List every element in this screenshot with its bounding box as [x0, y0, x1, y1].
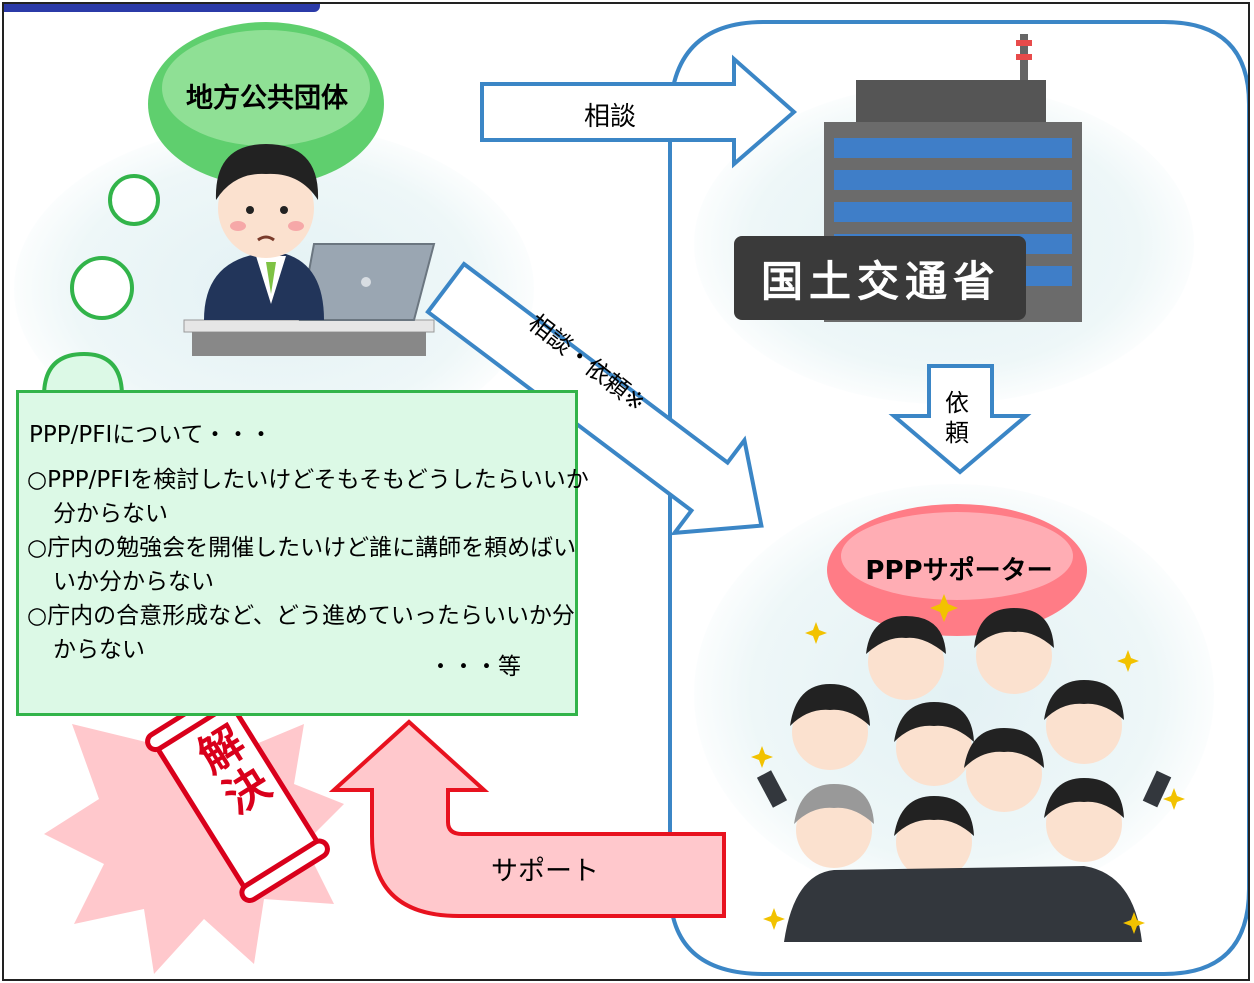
concerns-box: PPP/PFIについて・・・ ○PPP/PFIを検討したいけどそもそもどうしたら…: [16, 390, 589, 716]
concerns-heading: PPP/PFIについて・・・: [29, 422, 273, 448]
concerns-tail: ・・・等: [429, 654, 521, 680]
consult-request-arrow: [425, 261, 764, 536]
concern-item: ○庁内の勉強会を開催したいけど誰に講師を頼めばいいか分からない: [27, 535, 577, 595]
local-government-label: 地方公共団体: [186, 83, 348, 114]
concern-item: ○PPP/PFIを検討したいけどそもそもどうしたらいいか分からない: [27, 467, 589, 527]
thought-bubble-medium: [70, 256, 134, 320]
title-bar: [4, 4, 320, 12]
cheering-team-icon: [751, 594, 1185, 942]
request-arrow-label: 依頼: [945, 389, 969, 447]
consult-arrow-label: 相談: [584, 102, 637, 132]
diagram-graphics: [42, 20, 1248, 976]
consult-arrow: [480, 54, 798, 169]
support-arrow-label: サポート: [491, 856, 599, 887]
ppp-supporter-label: PPPサポーター: [865, 556, 1053, 586]
concern-item: ○庁内の合意形成など、どう進めていったらいいか分からない: [27, 603, 575, 663]
mlit-panel-outline: [668, 20, 1248, 976]
government-building-icon: [734, 34, 1082, 322]
mlit-label: 国土交通省: [760, 257, 1001, 306]
scroll-icon: [145, 687, 330, 904]
request-arrow: [888, 364, 1032, 475]
thought-bubble-small: [108, 174, 160, 226]
thought-bubble-large: [42, 351, 124, 397]
worried-office-worker-icon: [183, 144, 436, 356]
support-arrow: [328, 719, 726, 918]
